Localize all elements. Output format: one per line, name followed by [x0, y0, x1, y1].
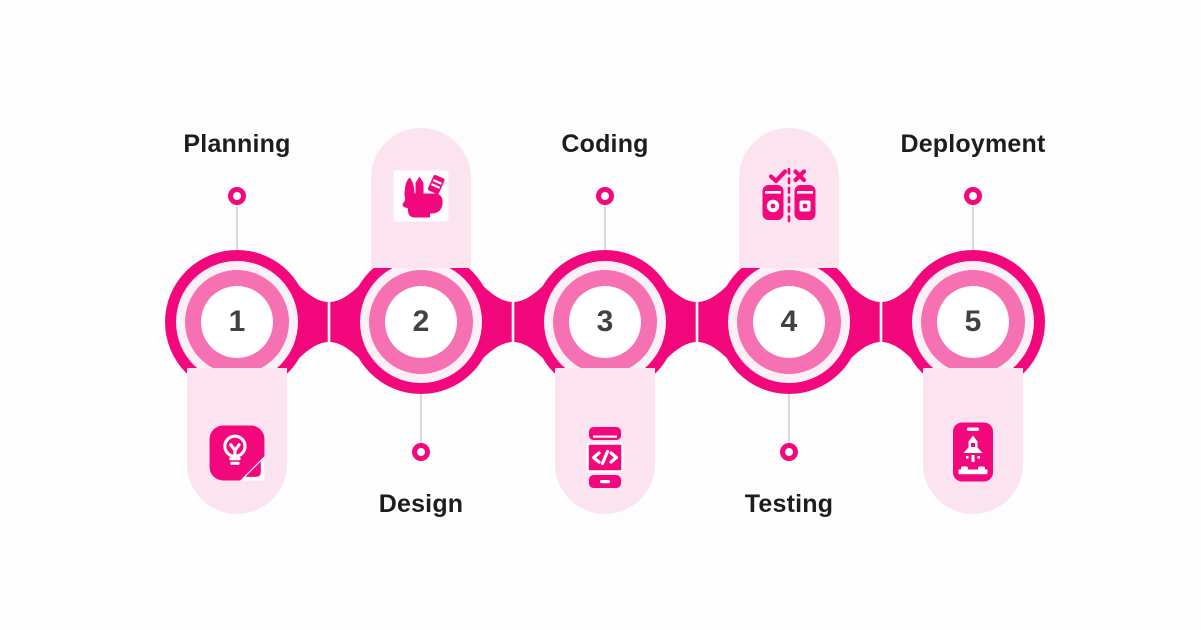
step-2-number: 2 — [412, 305, 430, 338]
step-2-label: Design — [378, 490, 464, 518]
step-1-ring: 1 — [176, 261, 298, 383]
stem-dot — [412, 443, 430, 461]
step-4-label: Testing — [744, 490, 834, 518]
step-4-node: 4 — [717, 250, 861, 394]
step-3-pill — [555, 368, 655, 514]
stem-dot — [228, 187, 246, 205]
step-3-label: Coding — [561, 130, 649, 158]
stems — [236, 204, 974, 444]
stem-dot — [964, 187, 982, 205]
stem-dots — [228, 187, 982, 461]
design-tools-icon — [393, 170, 449, 222]
mobile-code-icon — [577, 427, 633, 489]
stem-dot — [596, 187, 614, 205]
ab-testing-icon — [760, 167, 818, 223]
step-2-node: 2 — [349, 250, 493, 394]
step-1-number: 1 — [228, 305, 246, 338]
connector-gaps — [327, 301, 883, 343]
step-1-label: Planning — [183, 130, 291, 158]
step-5-number: 5 — [964, 305, 982, 338]
stem-dot — [780, 443, 798, 461]
step-4-number: 4 — [780, 305, 798, 338]
lightbulb-note-icon — [208, 424, 266, 482]
step-5-label: Deployment — [900, 130, 1046, 158]
mobile-rocket-icon — [952, 422, 994, 482]
step-3-number: 3 — [596, 305, 614, 338]
